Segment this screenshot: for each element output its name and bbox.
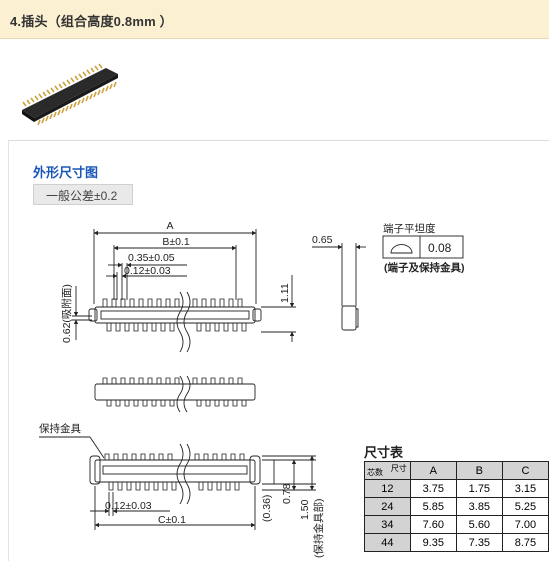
cell-pins: 12 <box>364 479 411 498</box>
cell-a: 3.75 <box>409 479 457 498</box>
dim-label-111: 1.11 <box>279 283 291 303</box>
cell-pins: 24 <box>364 497 411 516</box>
corner-size-label: 尺寸 <box>390 464 407 473</box>
cell-a: 7.60 <box>409 515 457 534</box>
section-frame-line <box>8 141 9 561</box>
col-header-c: C <box>501 461 549 480</box>
connector-photo <box>22 63 118 126</box>
cell-c: 8.75 <box>501 533 549 552</box>
table-row: 34 7.60 5.60 7.00 <box>364 515 549 534</box>
cell-b: 3.85 <box>455 497 503 516</box>
size-table-corner: 芯数 尺寸 <box>364 461 411 480</box>
dim-label-c: C±0.1 <box>158 514 186 526</box>
dim-label-012-top: 0.12±0.03 <box>124 265 171 277</box>
flatness-note: (端子及保持金具) <box>384 261 465 274</box>
flatness-title: 端子平坦度 <box>383 222 436 235</box>
table-row: 44 9.35 7.35 8.75 <box>364 533 549 552</box>
cell-c: 7.00 <box>501 515 549 534</box>
dim-label-holder-part: (保持金具部) <box>312 499 325 559</box>
cell-pins: 44 <box>364 533 411 552</box>
flatness-symbol <box>382 235 464 259</box>
col-header-b: B <box>455 461 503 480</box>
cell-b: 1.75 <box>455 479 503 498</box>
size-table-title: 尺寸表 <box>364 445 404 460</box>
col-header-a: A <box>409 461 457 480</box>
holder-label: 保持金具 <box>39 422 81 435</box>
cell-c: 3.15 <box>501 479 549 498</box>
dim-label-065: 0.65 <box>312 234 333 246</box>
tolerance-text: 一般公差±0.2 <box>46 189 118 203</box>
dim-label-035: 0.35±0.05 <box>128 252 175 264</box>
dim-label-012-bottom: 0.12±0.03 <box>105 500 152 512</box>
cell-b: 5.60 <box>455 515 503 534</box>
dim-label-150: 1.50 <box>299 499 311 520</box>
flatness-value: 0.08 <box>428 241 452 255</box>
dim-label-b: B±0.1 <box>162 236 190 248</box>
top-view <box>72 229 296 353</box>
dim-label-062: 0.62(吸附面) <box>60 284 73 343</box>
cell-a: 5.85 <box>409 497 457 516</box>
dim-label-a: A <box>166 220 173 232</box>
cell-pins: 34 <box>364 515 411 534</box>
middle-view <box>94 375 256 413</box>
tolerance-badge: 一般公差±0.2 <box>33 184 133 205</box>
dim-label-036: (0.36) <box>261 495 273 522</box>
section-header-bar: 4.插头（组合高度0.8mm ） <box>0 0 549 39</box>
cell-a: 9.35 <box>409 533 457 552</box>
section-header-title: 4.插头（组合高度0.8mm ） <box>10 14 173 29</box>
section-divider <box>8 140 549 141</box>
table-row: 12 3.75 1.75 3.15 <box>364 479 549 498</box>
cell-b: 7.35 <box>455 533 503 552</box>
corner-pins-label: 芯数 <box>367 468 383 477</box>
size-table-header: 芯数 尺寸 A B C <box>364 461 549 480</box>
size-table: 芯数 尺寸 A B C 12 3.75 1.75 3.15 24 5.85 3.… <box>364 461 549 552</box>
side-view <box>312 243 366 331</box>
table-row: 24 5.85 3.85 5.25 <box>364 497 549 516</box>
dim-label-078: 0.78 <box>281 483 293 504</box>
dimension-drawing-title: 外形尺寸图 <box>33 165 99 180</box>
bottom-view <box>39 436 316 530</box>
cell-c: 5.25 <box>501 497 549 516</box>
